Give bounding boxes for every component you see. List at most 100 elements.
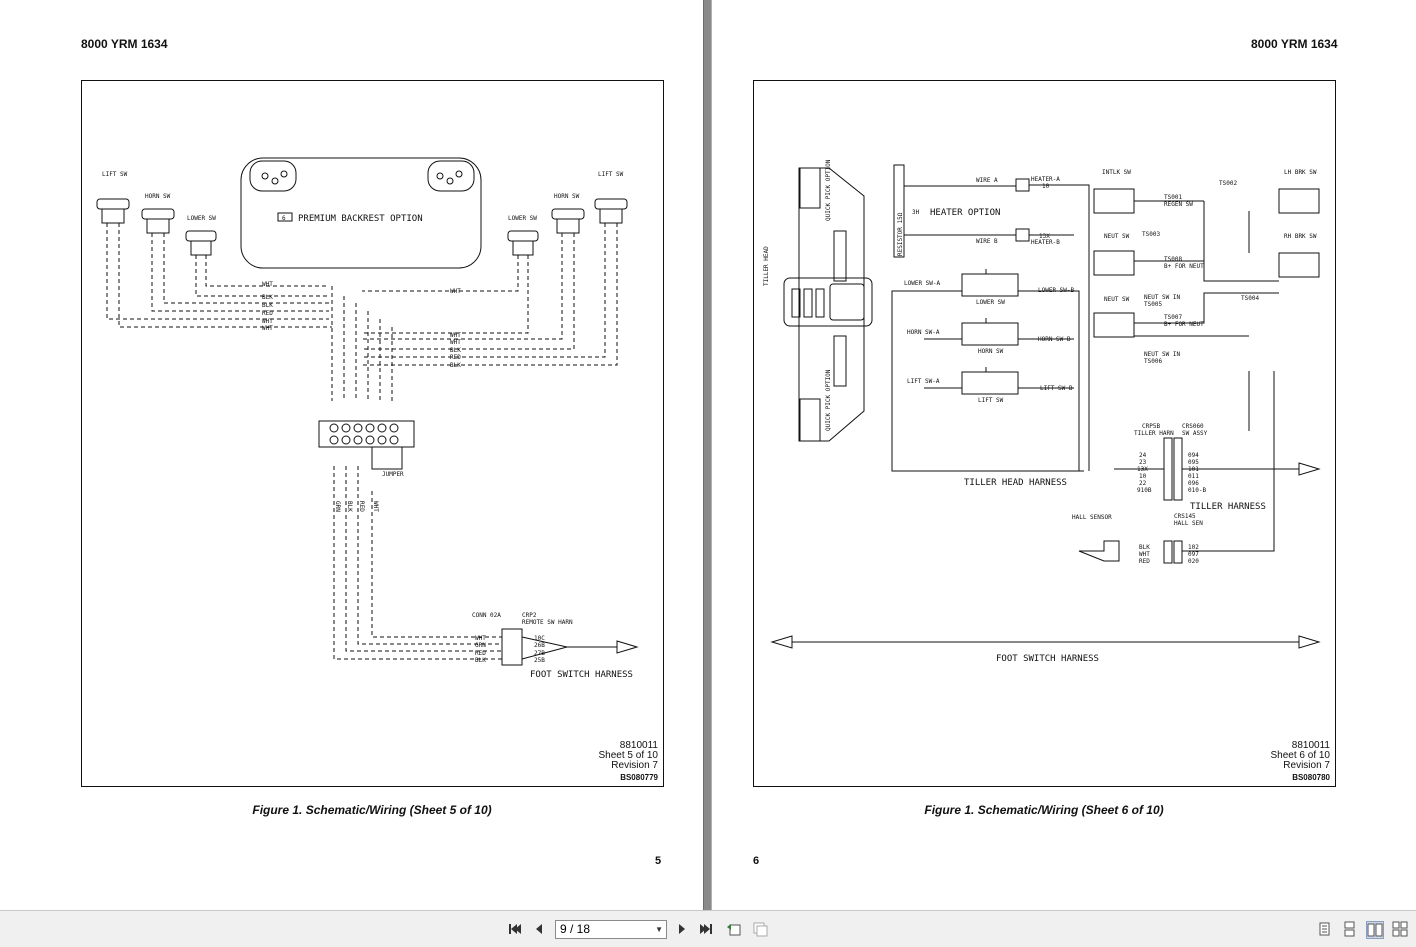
label-lift-sw-b: LIFT SW-B xyxy=(1040,385,1073,392)
revision-left: Revision 7 xyxy=(611,760,658,771)
label-heater-a: HEATER-A xyxy=(1031,176,1060,183)
label-quick-pick-bottom: QUICK PICK OPTION xyxy=(825,369,832,431)
schematic-frame-left: LIFT SW HORN SW LOWER SW LOWER SW HORN S… xyxy=(81,80,664,787)
schematic-sheet-6: TILLER HEAD QUICK PICK OPTION QUICK PICK… xyxy=(763,159,1321,664)
conn-number-3: 27B xyxy=(534,650,545,657)
pin-right-6: 010-B xyxy=(1188,487,1206,494)
pin-right-1: 094 xyxy=(1188,452,1199,459)
hall-number-2: 097 xyxy=(1188,551,1199,558)
continuous-facing-view-icon[interactable] xyxy=(1392,921,1408,937)
revision-right: Revision 7 xyxy=(1283,760,1330,771)
facing-view-icon[interactable] xyxy=(1366,921,1384,939)
conn-color-1: WHT xyxy=(475,635,486,642)
label-ts007: TS007 xyxy=(1164,314,1182,321)
label-neut-sw-in-1: NEUT SW IN xyxy=(1144,294,1181,301)
label-tiller-head-harness: TILLER HEAD HARNESS xyxy=(964,478,1067,488)
next-page-icon[interactable] xyxy=(674,921,690,937)
label-lift-sw-right: LIFT SW xyxy=(598,171,624,178)
label-jumper: JUMPER xyxy=(382,471,404,478)
wire-blk-vertical: BLK xyxy=(346,501,353,512)
pin-left-3: 13X xyxy=(1137,466,1148,473)
wire-wht-5: WHT xyxy=(450,332,461,339)
label-remote-sw-harn: REMOTE SW HARN xyxy=(522,619,573,626)
doc-code-right: 8000 YRM 1634 xyxy=(1251,37,1338,51)
wire-red-1: RED xyxy=(262,310,273,317)
wire-red-2: RED xyxy=(450,354,461,361)
previous-view-icon[interactable] xyxy=(726,921,742,937)
label-ts006: TS006 xyxy=(1144,358,1162,365)
page-6: 8000 YRM 1634 xyxy=(712,0,1416,910)
page-5: 8000 YRM 1634 xyxy=(0,0,703,910)
figure-caption-right: Figure 1. Schematic/Wiring (Sheet 6 of 1… xyxy=(924,803,1164,817)
drawing-code-right: BS080780 xyxy=(1292,773,1330,782)
label-ts005: TS005 xyxy=(1144,301,1162,308)
label-b-for-neut-2: B+ FOR NEUT xyxy=(1164,321,1204,328)
continuous-view-icon[interactable] xyxy=(1341,921,1357,937)
label-ts001: TS001 xyxy=(1164,194,1182,201)
label-lift-sw-left: LIFT SW xyxy=(102,171,128,178)
label-lower-sw-right: LOWER SW xyxy=(508,215,537,222)
label-heater-b: HEATER-B xyxy=(1031,239,1060,246)
label-neut-sw-1: NEUT SW xyxy=(1104,233,1130,240)
drawing-number-left: 8810011 xyxy=(619,740,658,751)
last-page-icon[interactable] xyxy=(698,921,714,937)
single-page-view-icon[interactable] xyxy=(1316,921,1332,937)
pin-right-4: 011 xyxy=(1188,473,1199,480)
first-page-icon[interactable] xyxy=(507,921,523,937)
wire-wht-2: WHT xyxy=(262,318,273,325)
page-number-input[interactable]: 9 / 18 ▼ xyxy=(555,920,667,939)
conn-number-2: 26B xyxy=(534,642,545,649)
label-ts008: TS008 xyxy=(1164,256,1182,263)
hall-color-3: RED xyxy=(1139,558,1150,565)
heater-a-number: 10 xyxy=(1042,183,1050,190)
pin-left-1: 24 xyxy=(1139,452,1147,459)
label-crs145: CRS145 xyxy=(1174,513,1196,520)
pin-left-6: 910B xyxy=(1137,487,1152,494)
label-ts002: TS002 xyxy=(1219,180,1237,187)
prev-page-icon[interactable] xyxy=(531,921,547,937)
page-dropdown-icon[interactable]: ▼ xyxy=(655,925,663,934)
label-neut-sw-in-2: NEUT SW IN xyxy=(1144,351,1181,358)
conn-color-2: GRN xyxy=(475,642,486,649)
wire-blk-1: BLK xyxy=(262,294,273,301)
label-intlk-sw: INTLK SW xyxy=(1102,169,1131,176)
label-horn-sw: HORN SW xyxy=(978,348,1004,355)
next-view-icon[interactable] xyxy=(752,921,768,937)
document-viewer[interactable]: 8000 YRM 1634 xyxy=(0,0,1416,910)
label-regen-sw: REGEN SW xyxy=(1164,201,1193,208)
sheet-number-left: Sheet 5 of 10 xyxy=(598,750,659,761)
label-foot-switch-harness-left: FOOT SWITCH HARNESS xyxy=(530,670,633,680)
label-crs060: CRS060 xyxy=(1182,423,1204,430)
label-lift-sw-a: LIFT SW-A xyxy=(907,378,940,385)
label-wire-a: WIRE A xyxy=(976,177,998,184)
pin-left-2: 23 xyxy=(1139,459,1147,466)
backrest-marker: 6 xyxy=(282,215,286,222)
label-lower-sw-a: LOWER SW-A xyxy=(904,280,941,287)
label-hall-sensor: HALL SENSOR xyxy=(1072,514,1112,521)
wire-blk-2: BLK xyxy=(262,302,273,309)
label-resistor: RESISTOR 15Ω xyxy=(897,212,904,256)
label-ts004: TS004 xyxy=(1241,295,1259,302)
wire-blk-4: BLK xyxy=(450,362,461,369)
wire-grn-vertical: GRN xyxy=(334,501,341,512)
page-number-right: 6 xyxy=(753,855,760,867)
label-wire-b: WIRE B xyxy=(976,238,998,245)
label-horn-sw-b: HORN SW-B xyxy=(1038,336,1071,343)
pin-left-5: 22 xyxy=(1139,480,1147,487)
pin-left-4: 10 xyxy=(1139,473,1147,480)
label-lower-sw-b: LOWER SW-B xyxy=(1038,287,1075,294)
label-horn-sw-left: HORN SW xyxy=(145,193,171,200)
wire-wht-6: WHT xyxy=(450,339,461,346)
drawing-info-left: 8810011 Sheet 5 of 10 Revision 7 BS08077… xyxy=(599,741,659,783)
pin-right-3: 101 xyxy=(1188,466,1199,473)
heater-marker: 3H xyxy=(912,209,920,216)
label-crp2: CRP2 xyxy=(522,612,537,619)
wire-wht-vertical: WHT xyxy=(372,501,379,512)
label-lh-brk-sw: LH BRK SW xyxy=(1284,169,1317,176)
wire-wht-1: WHT xyxy=(262,281,273,288)
hall-number-3: 020 xyxy=(1188,558,1199,565)
label-horn-sw-a: HORN SW-A xyxy=(907,329,940,336)
label-conn-02a: CONN 02A xyxy=(472,612,501,619)
label-tiller-head: TILLER HEAD xyxy=(763,246,770,286)
label-ts003: TS003 xyxy=(1142,231,1160,238)
